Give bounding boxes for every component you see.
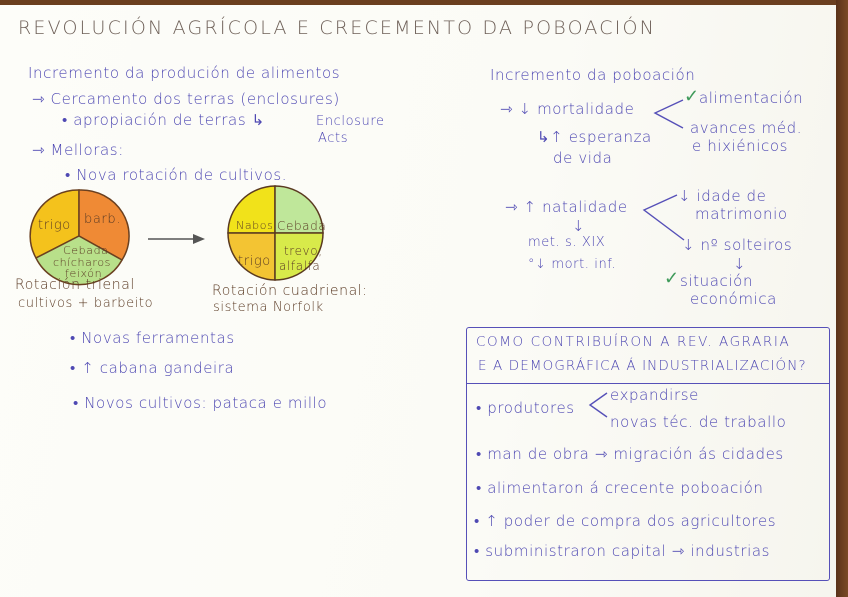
notebook-page <box>0 5 836 597</box>
box-item-purchasing: • ↑ poder de compra dos agricultores <box>474 512 777 530</box>
pie1-label-fallow: barb. <box>84 212 121 227</box>
pie1-label-wheat: trigo <box>38 218 71 233</box>
box-item-capital: • subministraron capital ⇾ industrias <box>474 542 771 560</box>
pie1-slice-legumes <box>35 235 124 286</box>
note-economy: situación <box>680 272 754 290</box>
wooden-table-edge <box>836 0 848 597</box>
pie2-label-alfalfa: alfalfa <box>279 259 321 273</box>
pie1-caption-2: cultivos + barbeito <box>18 296 154 311</box>
note-economy-2: económica <box>690 290 777 308</box>
box-question-2: e a demográfica á industrialización? <box>478 358 807 374</box>
note-marriage-age-2: matrimonio <box>695 205 788 223</box>
note-improvements: ⇾ Melloras: <box>32 141 124 159</box>
note-life-expectancy: ↳↑ esperanza <box>537 128 652 146</box>
note-medical-2: e hixiénicos <box>692 137 789 155</box>
pie-triennial <box>29 189 130 286</box>
section-heading-food: Incremento da produción de alimentos <box>28 64 341 82</box>
pie2-label-barley: Cebada <box>277 219 327 233</box>
note-medical: avances méd. <box>690 119 803 137</box>
pie2-slice-clover <box>274 232 324 281</box>
note-mortality: ⇾ ↓ mortalidade <box>500 100 635 118</box>
down-arrow-icon: ↓ <box>572 217 586 235</box>
arrow-head-icon <box>193 234 205 244</box>
down-arrow-icon: ↓ <box>733 255 747 273</box>
section-heading-population: Incremento da poboación <box>490 66 696 84</box>
pie-quadrennial <box>227 185 324 281</box>
page-title: Revolución agrícola e crecemento da pobo… <box>18 17 657 39</box>
box-divider <box>466 383 830 384</box>
box-item-producers: • produtores <box>476 399 575 417</box>
note-enclosure-acts-2: Acts <box>318 131 349 146</box>
box-item-expand: expandirse <box>610 386 699 404</box>
note-enclosures: ⇾ Cercamento dos terras (enclosures) <box>32 90 340 108</box>
pie1-caption: Rotación trienal <box>15 277 135 293</box>
note-enclosure-acts: Enclosure <box>316 114 385 129</box>
box-item-fed: • alimentaron á crecente poboación <box>476 479 764 497</box>
note-natality-1: met. s. XIX <box>528 235 606 250</box>
check-icon: ✓ <box>664 268 680 289</box>
note-natality: ⇾ ↑ natalidade <box>505 198 628 216</box>
note-new-crops: • Novos cultivos: pataca e millo <box>73 394 328 412</box>
branch-lines <box>588 99 685 418</box>
note-tools: • Novas ferramentas <box>70 329 235 347</box>
note-marriage-age: ↓ idade de <box>678 187 767 205</box>
pie2-slice-turnips <box>227 185 276 234</box>
box-question: Como contribuíron a rev. agraria <box>476 334 791 350</box>
note-appropriation: • apropiación de terras ↳ <box>62 111 265 129</box>
box-item-labour: • man de obra ⇾ migración ás cidades <box>476 445 784 463</box>
note-singles: ↓ nº solteiros <box>682 236 793 254</box>
pie2-slice-wheat <box>227 232 276 281</box>
pie2-caption: Rotación cuadrienal: <box>212 283 368 299</box>
pie1-slice-wheat <box>29 189 80 259</box>
note-food: alimentación <box>699 89 804 107</box>
pie1-label-beans: feixón <box>65 267 103 280</box>
check-icon: ✓ <box>684 86 700 107</box>
pie2-slice-barley <box>274 185 324 234</box>
box-item-techniques: novas téc. de traballo <box>610 413 787 431</box>
note-life-expectancy-2: de vida <box>553 149 613 167</box>
pie1-label-barley: Cebada <box>63 244 109 257</box>
note-natality-2: °↓ mort. inf. <box>528 257 617 272</box>
pie2-label-wheat: trigo <box>238 254 271 269</box>
question-box <box>466 327 830 581</box>
pie2-label-turnips: Nabos <box>236 219 274 232</box>
pie2-caption-2: sistema Norfolk <box>213 300 324 315</box>
pie1-label-peas: chícharos <box>53 256 111 269</box>
note-rotation: • Nova rotación de cultivos. <box>65 166 288 184</box>
pie2-label-clover: trevo, <box>284 244 323 258</box>
note-livestock: • ↑ cabana gandeira <box>70 359 235 377</box>
